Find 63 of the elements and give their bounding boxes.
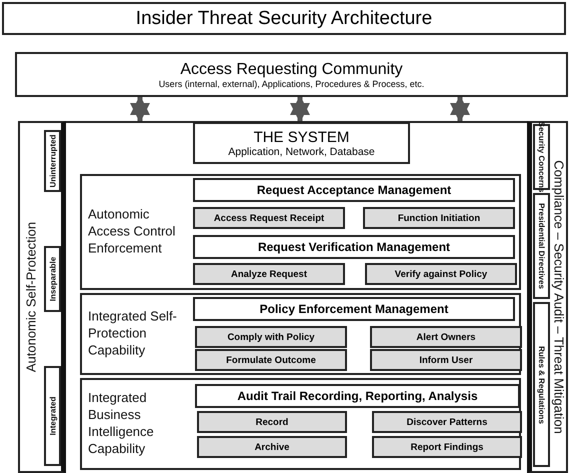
tag-box bbox=[44, 130, 61, 192]
task-box bbox=[197, 411, 347, 433]
title: Insider Threat Security Architecture bbox=[2, 2, 566, 35]
heading: Alert Owners bbox=[416, 332, 476, 342]
section-label: Integrated Self-Protection Capability bbox=[88, 308, 178, 360]
tag-box bbox=[533, 302, 550, 467]
heading: Archive bbox=[254, 442, 290, 452]
header-box bbox=[15, 52, 568, 97]
heading: Inform User bbox=[419, 354, 473, 366]
heading: Report Findings bbox=[410, 442, 484, 452]
heading: Policy Enforcement Management bbox=[260, 302, 448, 316]
tag-label: Presidential Directives bbox=[536, 203, 546, 289]
heading: Analyze Request bbox=[230, 268, 308, 280]
task-box bbox=[372, 436, 522, 458]
tag-box bbox=[44, 366, 61, 466]
heading: THE SYSTEM bbox=[254, 128, 350, 146]
side-band bbox=[527, 121, 568, 473]
double-arrow bbox=[290, 95, 310, 123]
task-box bbox=[363, 207, 515, 229]
process-box bbox=[193, 178, 515, 202]
heading: Access Requesting Community bbox=[180, 60, 403, 78]
tag-box bbox=[533, 193, 550, 299]
system-frame bbox=[18, 121, 568, 473]
subheading: Users (internal, external), Applications, Procedures & Process, etc. bbox=[158, 78, 424, 88]
heading: Audit Trail Recording, Reporting, Analysis bbox=[237, 389, 478, 403]
task-box bbox=[370, 326, 522, 348]
tag-label: Uninterrupted bbox=[48, 134, 58, 188]
heading: Function Initiation bbox=[398, 212, 480, 224]
capability-panel bbox=[80, 293, 521, 375]
tag-box bbox=[44, 246, 61, 312]
tag-label: Inseparable bbox=[48, 256, 58, 302]
task-box bbox=[197, 436, 347, 458]
task-box bbox=[195, 349, 347, 371]
band-label: Compliance – Security Audit – Threat Mitigation bbox=[550, 160, 566, 434]
heading: Formulate Outcome bbox=[226, 354, 316, 366]
heading: Access Request Receipt bbox=[214, 212, 324, 224]
process-box bbox=[193, 297, 515, 321]
task-box bbox=[370, 349, 522, 371]
process-box bbox=[195, 384, 520, 408]
task-box bbox=[365, 263, 517, 285]
task-box bbox=[372, 411, 522, 433]
tag-label: Rules & Regulations bbox=[536, 346, 546, 424]
task-box bbox=[193, 207, 345, 229]
header-box bbox=[193, 122, 410, 164]
subheading: Application, Network, Database bbox=[228, 146, 375, 158]
double-arrow bbox=[450, 95, 470, 123]
heading: Record bbox=[256, 416, 288, 428]
section-label: Integrated Business Intelligence Capability bbox=[88, 390, 155, 458]
task-box bbox=[193, 263, 345, 285]
section-label: Autonomic Access Control Enforcement bbox=[88, 206, 176, 258]
heading: Discover Patterns bbox=[406, 416, 488, 428]
process-box bbox=[193, 235, 515, 259]
heading: Comply with Policy bbox=[227, 332, 315, 342]
heading: Verify against Policy bbox=[394, 268, 488, 280]
capability-panel bbox=[80, 174, 521, 290]
heading: Request Verification Management bbox=[258, 240, 450, 254]
side-band bbox=[18, 121, 66, 473]
capability-panel bbox=[80, 378, 521, 470]
tag-label: Integrated bbox=[48, 396, 58, 436]
heading: Request Acceptance Management bbox=[256, 183, 452, 197]
band-label: Autonomic Self-Protection bbox=[24, 222, 40, 372]
task-box bbox=[195, 326, 347, 348]
double-arrow bbox=[130, 95, 150, 123]
